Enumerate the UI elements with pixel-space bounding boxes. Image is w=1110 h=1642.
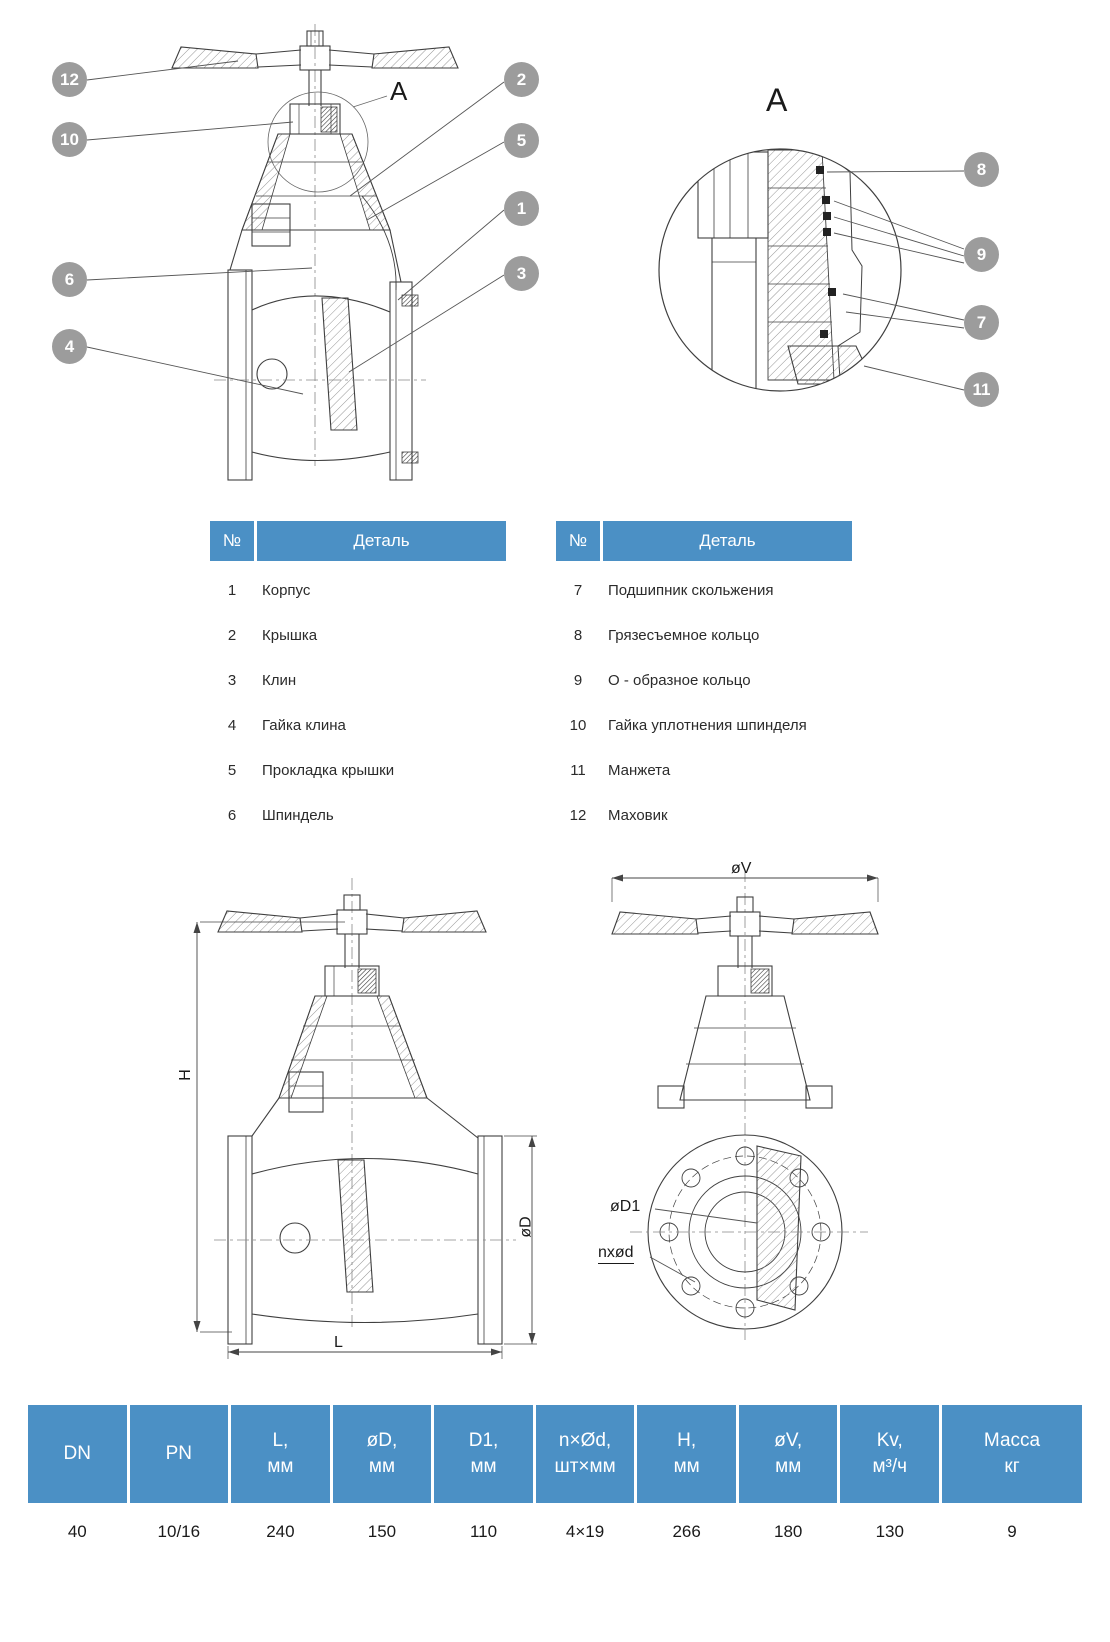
valve-front-view — [214, 878, 516, 1345]
value-pn: 10/16 — [157, 1522, 201, 1541]
table-row: 3 Клин — [210, 658, 506, 703]
dim-label-L: L — [334, 1334, 343, 1351]
spec-table: DN PN L,мм øD,мм D1,мм n×Ød,шт×мм H,мм ø… — [28, 1405, 1082, 1561]
part-number: 11 — [570, 762, 586, 779]
callout-12: 12 — [52, 62, 87, 97]
callout-1: 1 — [504, 191, 539, 226]
part-number: 8 — [573, 627, 583, 644]
value-nxod: 4×19 — [565, 1522, 605, 1541]
part-number: 4 — [227, 717, 237, 734]
part-name: Подшипник скольжения — [608, 582, 774, 599]
table-row: 10 Гайка уплотнения шпинделя — [556, 703, 852, 748]
leader-lines-side — [649, 1208, 758, 1283]
col-header-dn: DN — [28, 1405, 127, 1503]
part-number: 10 — [569, 717, 587, 734]
leader-lines-detail — [826, 170, 965, 391]
dim-label-oV: øV — [731, 860, 752, 877]
col-header-nxod: n×Ød,шт×мм — [535, 1405, 635, 1503]
col-header-kv: Kv,м³/ч — [840, 1405, 940, 1503]
value-dn: 40 — [67, 1522, 87, 1541]
spec-table-values: 40 10/16 240 150 110 4×19 266 180 130 9 — [28, 1503, 1082, 1561]
part-name: Грязесъемное кольцо — [608, 627, 760, 644]
part-number: 9 — [573, 672, 583, 689]
table-row: 9 О - образное кольцо — [556, 658, 852, 703]
col-header-l: L,мм — [231, 1405, 330, 1503]
table-row: 2 Крышка — [210, 613, 506, 658]
part-number: 5 — [227, 762, 237, 779]
part-number: 3 — [227, 672, 237, 689]
callout-9: 9 — [964, 237, 999, 272]
value-kv: 130 — [875, 1522, 904, 1541]
callout-10: 10 — [52, 122, 87, 157]
col-header-pn: PN — [129, 1405, 229, 1503]
table-row: 4 Гайка клина — [210, 703, 506, 748]
dimension-lines-front — [193, 921, 537, 1359]
callout-5: 5 — [504, 123, 539, 158]
col-header-no: № — [556, 521, 600, 561]
table-row: 7 Подшипник скольжения — [556, 568, 852, 613]
col-header-d1: D1,мм — [434, 1405, 533, 1503]
value-od: 150 — [367, 1522, 397, 1541]
part-number: 6 — [227, 807, 237, 824]
value-h: 266 — [672, 1522, 701, 1541]
part-name: Прокладка крышки — [262, 762, 395, 779]
part-name: Корпус — [262, 582, 311, 599]
dim-label-nxod: nxød — [598, 1244, 634, 1264]
valve-dimension-drawing — [193, 870, 879, 1359]
col-header-ov: øV,мм — [738, 1405, 838, 1503]
parts-table-left: № Деталь 1 Корпус 2 Крышка 3 Клин 4 Гайк… — [210, 521, 506, 838]
dim-label-oD: øD — [517, 1216, 535, 1238]
detail-marker-label: A — [390, 76, 408, 106]
dim-label-oD1: øD1 — [610, 1198, 641, 1215]
table-row: 12 Маховик — [556, 793, 852, 838]
parts-table-header: № Деталь — [210, 521, 506, 561]
dim-label-H: H — [176, 1069, 194, 1081]
callout-2: 2 — [504, 62, 539, 97]
part-name: Маховик — [608, 807, 668, 824]
part-name: Гайка клина — [262, 717, 346, 734]
detail-view-title: A — [766, 82, 788, 118]
col-header-detail: Деталь — [257, 521, 506, 561]
table-row: 11 Манжета — [556, 748, 852, 793]
col-header-no: № — [210, 521, 254, 561]
callout-8: 8 — [964, 152, 999, 187]
part-name: Крышка — [262, 627, 318, 644]
part-name: Гайка уплотнения шпинделя — [608, 717, 807, 734]
callout-6: 6 — [52, 262, 87, 297]
valve-side-view — [611, 870, 879, 1340]
detail-a-view — [658, 148, 902, 392]
part-name: Клин — [262, 672, 297, 689]
part-number: 7 — [573, 582, 583, 599]
callout-7: 7 — [964, 305, 999, 340]
part-number: 1 — [227, 582, 237, 599]
value-l: 240 — [266, 1522, 295, 1541]
col-header-detail: Деталь — [603, 521, 852, 561]
value-mass: 9 — [1007, 1522, 1017, 1541]
part-name: О - образное кольцо — [608, 672, 751, 689]
part-number: 12 — [569, 807, 587, 824]
part-name: Шпиндель — [262, 807, 334, 824]
value-d1: 110 — [469, 1522, 498, 1541]
table-row: 6 Шпиндель — [210, 793, 506, 838]
callout-3: 3 — [504, 256, 539, 291]
part-number: 2 — [227, 627, 237, 644]
table-row: 1 Корпус — [210, 568, 506, 613]
table-row: 5 Прокладка крышки — [210, 748, 506, 793]
value-ov: 180 — [774, 1522, 803, 1541]
spec-table-header: DN PN L,мм øD,мм D1,мм n×Ød,шт×мм H,мм ø… — [28, 1405, 1082, 1503]
parts-table-header: № Деталь — [556, 521, 852, 561]
col-header-od: øD,мм — [332, 1405, 432, 1503]
callout-4: 4 — [52, 329, 87, 364]
valve-cross-section — [171, 24, 459, 481]
table-row: 8 Грязесъемное кольцо — [556, 613, 852, 658]
col-header-h: H,мм — [637, 1405, 736, 1503]
leader-lines-main — [86, 60, 505, 395]
valve-section-drawing — [86, 24, 965, 481]
part-name: Манжета — [608, 762, 671, 779]
parts-table-right: № Деталь 7 Подшипник скольжения 8 Грязес… — [556, 521, 852, 838]
callout-11: 11 — [964, 372, 999, 407]
